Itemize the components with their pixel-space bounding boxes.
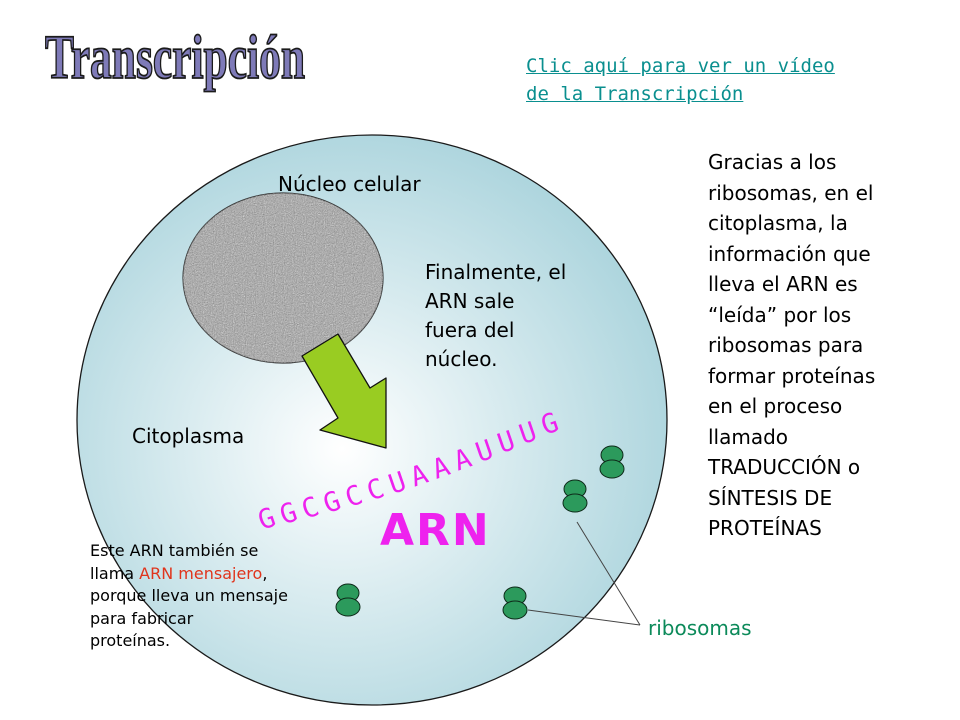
exit-arrow — [301, 333, 387, 449]
ribosome-subunit — [562, 493, 588, 513]
translation-line: lleva el ARN es — [708, 272, 858, 296]
rna-exit-text: Finalmente, el ARN sale fuera del núcleo… — [425, 258, 625, 374]
mrna-note-line: proteínas. — [90, 631, 171, 650]
nucleus-label: Núcleo celular — [278, 172, 421, 196]
pointer-line-top — [576, 521, 641, 626]
translation-line: llamado — [708, 424, 789, 449]
translation-line: ribosomas, en el — [708, 180, 874, 205]
rna-exit-line: ARN sale — [425, 289, 515, 313]
rna-label: ARN — [380, 505, 491, 556]
translation-line: información que — [708, 241, 871, 266]
ribosome-unit — [562, 479, 588, 513]
mrna-note-line: llama ARN mensajero, — [90, 563, 330, 586]
ribosome-unit — [599, 445, 625, 479]
video-link-line-2[interactable]: de la Transcripción — [526, 83, 744, 105]
ribosome — [335, 445, 625, 620]
video-link[interactable]: Clic aquí para ver un vídeo de la Transc… — [526, 52, 886, 108]
video-link-line-1[interactable]: Clic aquí para ver un vídeo — [526, 55, 835, 77]
mrna-note-text: llama — [90, 563, 140, 583]
ribosome-unit — [502, 586, 528, 620]
translation-line: TRADUCCIÓN o — [708, 455, 861, 479]
rna-exit-line: Finalmente, el — [425, 260, 567, 284]
translation-explanation: Gracias a los ribosomas, en el citoplasm… — [708, 147, 958, 544]
cytoplasm-label: Citoplasma — [132, 424, 245, 448]
page-title-text: Transcripción — [45, 22, 305, 91]
mrna-note-text: , — [262, 563, 268, 583]
ribosomes-label: ribosomas — [648, 616, 752, 640]
translation-line: formar proteínas — [708, 363, 876, 388]
translation-line: SÍNTESIS DE — [708, 485, 833, 510]
mrna-note-line: para fabricar — [90, 608, 194, 628]
nucleus-texture — [183, 193, 383, 363]
ribosome-subunit — [335, 597, 361, 617]
ribosome-unit — [335, 583, 361, 617]
translation-line: ribosomas para — [708, 333, 864, 357]
mrna-highlight: ARN mensajero — [139, 563, 263, 583]
translation-line: PROTEÍNAS — [708, 516, 822, 540]
mrna-note-line: Este ARN también se — [90, 541, 259, 560]
translation-line: en el proceso — [708, 394, 843, 418]
pointer-line-bottom — [527, 609, 641, 626]
page-title: Transcripción — [30, 18, 320, 98]
ribosome-subunit — [502, 600, 528, 620]
translation-line: Gracias a los — [708, 150, 837, 174]
mrna-note-line: porque lleva un mensaje — [90, 586, 288, 605]
rna-exit-line: núcleo. — [425, 347, 498, 371]
translation-line: citoplasma, la — [708, 211, 848, 235]
rna-exit-line: fuera del — [425, 318, 515, 342]
mrna-note: Este ARN también se llama ARN mensajero,… — [90, 540, 330, 653]
translation-line: “leída” por los — [708, 302, 852, 327]
ribosome-subunit — [599, 459, 625, 479]
